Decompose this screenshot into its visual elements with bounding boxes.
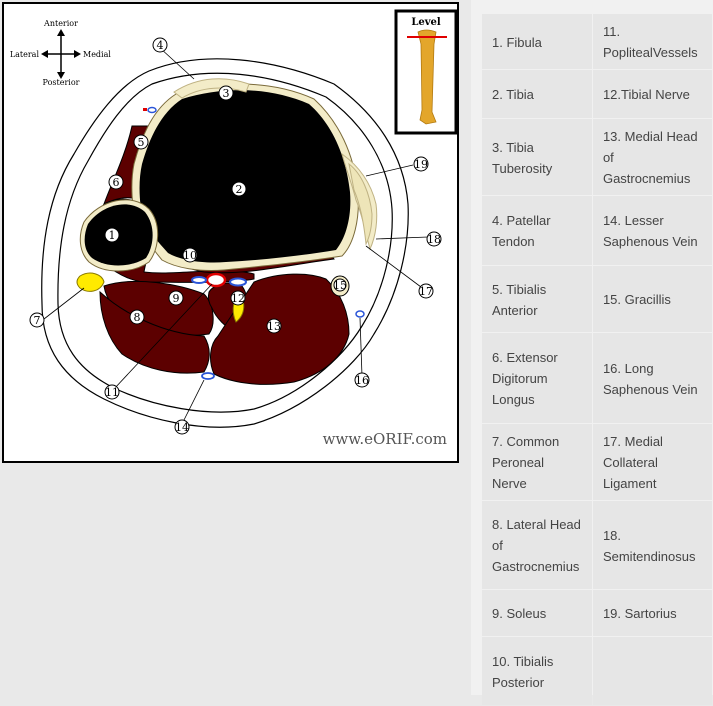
legend-cell: 9. Soleus xyxy=(482,590,592,636)
callout-4: 4 xyxy=(153,38,167,52)
compass-medial: Medial xyxy=(83,50,111,59)
svg-text:17: 17 xyxy=(419,285,433,298)
compass-lateral: Lateral xyxy=(10,50,40,59)
callout-8: 8 xyxy=(130,310,144,324)
callout-13: 13 xyxy=(267,319,281,333)
svg-text:7: 7 xyxy=(34,314,41,327)
legend-cell: 13. Medial Head of Gastrocnemius xyxy=(593,119,712,195)
callout-17: 17 xyxy=(419,284,433,298)
svg-text:12: 12 xyxy=(231,292,245,305)
callout-6: 6 xyxy=(109,175,123,189)
callout-2: 2 xyxy=(232,182,246,196)
legend-cell: 18. Semitendinosus xyxy=(593,501,712,589)
callout-3: 3 xyxy=(219,86,233,100)
long-saphenous-vein-shape xyxy=(356,311,364,317)
svg-text:16: 16 xyxy=(355,374,369,387)
compass-anterior: Anterior xyxy=(43,19,78,28)
svg-text:11: 11 xyxy=(105,386,119,399)
compass-posterior: Posterior xyxy=(43,78,80,87)
svg-text:1: 1 xyxy=(109,229,116,242)
legend-cell: 14. Lesser Saphenous Vein xyxy=(593,196,712,265)
legend-cell: 6. Extensor Digitorum Longus xyxy=(482,333,592,423)
watermark: www.eORIF.com xyxy=(323,430,447,448)
svg-text:9: 9 xyxy=(173,292,180,305)
svg-text:18: 18 xyxy=(427,233,441,246)
callout-18: 18 xyxy=(427,232,441,246)
legend-cell: 11. PoplitealVessels xyxy=(593,14,712,69)
svg-text:6: 6 xyxy=(113,176,120,189)
popliteal-artery-shape xyxy=(207,274,225,286)
svg-text:14: 14 xyxy=(175,421,189,434)
svg-text:15: 15 xyxy=(333,279,347,292)
legend-cell: 1. Fibula xyxy=(482,14,592,69)
compass-rose: Anterior Posterior Lateral Medial xyxy=(10,19,112,87)
svg-text:3: 3 xyxy=(223,87,230,100)
callout-1: 1 xyxy=(105,228,119,242)
legend-cell: 12.Tibial Nerve xyxy=(593,70,712,118)
svg-text:5: 5 xyxy=(138,136,145,149)
tibia-shape xyxy=(140,90,351,262)
callout-10: 10 xyxy=(183,248,197,262)
cross-section-diagram: Anterior Posterior Lateral Medial Level xyxy=(2,2,459,463)
svg-text:2: 2 xyxy=(236,183,243,196)
legend-cell: 19. Sartorius xyxy=(593,590,712,636)
callout-12: 12 xyxy=(231,291,245,305)
callout-7: 7 xyxy=(30,313,44,327)
svg-text:8: 8 xyxy=(134,311,141,324)
callout-5: 5 xyxy=(134,135,148,149)
legend-cell: 4. Patellar Tendon xyxy=(482,196,592,265)
callout-15: 15 xyxy=(333,279,347,292)
callout-14: 14 xyxy=(175,420,189,434)
lesser-saphenous-vein-shape xyxy=(202,373,214,379)
legend-cell: 5. Tibialis Anterior xyxy=(482,266,592,332)
legend-cell: 8. Lateral Head of Gastrocnemius xyxy=(482,501,592,589)
legend-cell: 16. Long Saphenous Vein xyxy=(593,333,712,423)
legend-cell: 17. Medial Collateral Ligament xyxy=(593,424,712,500)
callout-11: 11 xyxy=(105,385,119,399)
svg-text:4: 4 xyxy=(157,39,164,52)
level-label: Level xyxy=(411,17,441,28)
legend-cell: 2. Tibia xyxy=(482,70,592,118)
legend-cell: 7. Common Peroneal Nerve xyxy=(482,424,592,500)
callout-9: 9 xyxy=(169,291,183,305)
diagram-canvas: Anterior Posterior Lateral Medial Level xyxy=(4,4,457,461)
legend-cell: 3. Tibia Tuberosity xyxy=(482,119,592,195)
callout-16: 16 xyxy=(355,373,369,387)
svg-text:19: 19 xyxy=(414,158,428,171)
level-inset: Level xyxy=(396,11,456,133)
legend-cell: 15. Gracillis xyxy=(593,266,712,332)
svg-text:10: 10 xyxy=(183,249,197,262)
svg-text:13: 13 xyxy=(267,320,281,333)
callout-19: 19 xyxy=(414,157,428,171)
